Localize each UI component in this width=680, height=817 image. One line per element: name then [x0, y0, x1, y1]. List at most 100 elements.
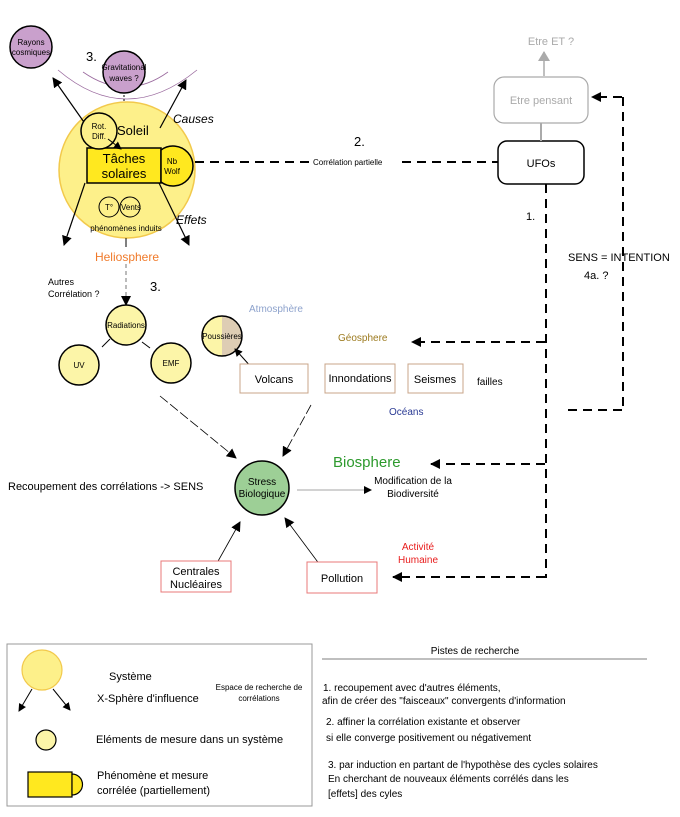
arrow-geosphere-to-stress [282, 404, 312, 457]
oceans-label: Océans [389, 407, 423, 418]
autres-label: Autres [48, 277, 75, 287]
innondations-label: Innondations [329, 373, 392, 385]
modification-label: Modification de la [374, 476, 452, 487]
legend-element-icon [35, 729, 57, 751]
volcans-box: Volcans [239, 363, 309, 394]
rayons-label-2: cosmiques [12, 48, 50, 57]
innondations-box: Innondations [324, 363, 396, 394]
geosphere-label: Géosphere [338, 333, 388, 344]
legend-elements-label: Eléments de mesure dans un système [96, 734, 283, 746]
stress-biologique-node: Stress Biologique [234, 460, 290, 516]
seismes-box: Seismes [407, 363, 464, 394]
nb-wolf-node: Nb Wolf [160, 145, 194, 187]
vents-node: Vents [119, 196, 141, 218]
poussieres-label: Poussières [202, 332, 242, 341]
legend-phenomene-label-1: Phénomène et mesure [97, 770, 208, 782]
step-2-label: 2. [354, 134, 365, 149]
legend-arrow-right-icon [52, 688, 71, 711]
emf-label: EMF [163, 359, 180, 368]
poussieres-node: Poussières [201, 315, 243, 357]
arrow-effet-left [62, 182, 86, 246]
diff-label: Diff. [92, 132, 106, 141]
legend-phenomene-icon [27, 771, 84, 798]
step-4a-label: 4a. ? [584, 270, 608, 282]
ufos-box: UFOs [497, 140, 585, 185]
research-item-2-line-1: 2. affiner la corrélation existante et o… [326, 717, 521, 728]
wolf-label: Wolf [164, 167, 181, 176]
atmosphere-label: Atmosphère [249, 304, 303, 315]
legend-system-icon [21, 649, 63, 691]
arrow-effet-right [158, 182, 190, 246]
gravitational-label-1: Gravitational [102, 63, 147, 72]
research-item-1-line-2: afin de créer des "faisceaux" convergent… [322, 696, 566, 707]
uv-node: UV [58, 344, 100, 386]
research-title: Pistes de recherche [431, 646, 520, 657]
rayons-label-1: Rayons [17, 38, 44, 47]
legend-systeme-label: Système [109, 671, 152, 683]
failles-label: failles [477, 377, 503, 388]
sens-intention-label: SENS = INTENTION [568, 252, 670, 264]
pollution-label: Pollution [321, 573, 363, 585]
etre-et-label: Etre ET ? [528, 36, 574, 48]
biologique-label: Biologique [239, 489, 286, 500]
temperature-node: T° [98, 196, 120, 218]
legend-box: Système X-Sphère d'influence Espace de r… [6, 643, 313, 807]
stress-label: Stress [248, 477, 276, 488]
temp-label: T° [105, 203, 113, 212]
ufos-label: UFOs [527, 158, 556, 170]
research-item-3-line-1: 3. par induction en partant de l'hypothè… [328, 760, 598, 771]
research-item-1-line-1: 1. recoupement avec d'autres éléments, [323, 683, 501, 694]
activite-label: Activité [402, 542, 435, 553]
nucleaires-label: Nucléaires [170, 579, 222, 591]
autres-correlation-label: Corrélation ? [48, 289, 100, 299]
etre-pensant-box: Etre pensant [493, 76, 589, 124]
radiations-label: Radiations [107, 321, 145, 330]
radiations-emf-link [141, 341, 151, 349]
arrow-to-rayons [52, 77, 87, 126]
volcans-label: Volcans [255, 374, 294, 386]
legend-espace-label-1: Espace de recherche de [216, 683, 303, 692]
uv-label: UV [73, 361, 85, 370]
seismes-label: Seismes [414, 374, 457, 386]
arrow-rot-to-taches [107, 138, 122, 150]
effets-label: Effets [176, 213, 207, 227]
gravitational-waves-node: Gravitational waves ? [102, 50, 147, 94]
legend-phenomene-label-2: corrélée (partiellement) [97, 785, 210, 797]
arrow-centrales-to-stress [216, 521, 241, 564]
gravitational-label-2: waves ? [108, 74, 139, 83]
research-item-3-line-3: [effets] des cyles [328, 789, 402, 800]
radiations-node: Radiations [105, 304, 147, 346]
arrow-radiations-to-stress [159, 395, 237, 459]
biodiversite-label: Biodiversité [387, 489, 439, 500]
etre-pensant-label: Etre pensant [510, 95, 572, 107]
step-1-label: 1. [526, 211, 535, 223]
step-3-top-label: 3. [86, 49, 97, 64]
research-item-2-line-2: si elle converge positivement ou négativ… [326, 733, 531, 744]
pollution-box: Pollution [306, 561, 378, 594]
nb-label: Nb [167, 157, 178, 166]
legend-arrow-left-icon [18, 688, 33, 712]
rot-diff-node: Rot. Diff. [80, 112, 118, 150]
vents-label: Vents [121, 203, 141, 212]
phenomenes-induits-label: phénomènes induits [90, 224, 162, 233]
research-item-3-line-2: En cherchant de nouveaux éléments corrél… [328, 774, 569, 785]
arrow-pollution-to-stress [284, 517, 321, 566]
biosphere-label: Biosphere [333, 454, 401, 471]
soleil-label: Soleil [117, 123, 149, 138]
rot-label: Rot. [92, 122, 107, 131]
taches-label-1: Tâches [103, 151, 146, 166]
legend-x-sphere-label: X-Sphère d'influence [97, 693, 199, 705]
radiations-uv-link [101, 338, 111, 348]
correlation-partielle-label: Corrélation partielle [313, 158, 383, 167]
rayons-cosmiques-node: Rayons cosmiques [9, 25, 53, 69]
humaine-label: Humaine [398, 555, 438, 566]
centrales-nucleaires-box: Centrales Nucléaires [160, 560, 232, 593]
causes-label: Causes [173, 112, 214, 126]
legend-espace-label-2: corrélations [238, 694, 279, 703]
heliosphere-label: Heliosphere [95, 250, 159, 264]
taches-label-2: solaires [102, 166, 147, 181]
recoupement-label: Recoupement des corrélations -> SENS [8, 481, 203, 493]
centrales-label: Centrales [172, 566, 220, 578]
arrow-causes [159, 79, 187, 129]
